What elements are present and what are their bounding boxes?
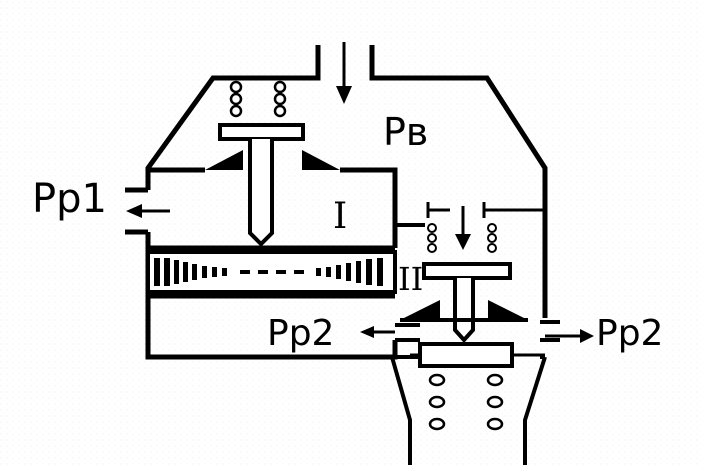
label-inlet-pressure: Pв — [383, 110, 428, 154]
lower-seat-left — [400, 300, 440, 320]
label-outlet-right: Pp2 — [596, 313, 663, 354]
lower-piston — [418, 342, 514, 368]
label-chamber-one: I — [333, 196, 347, 237]
label-outlet-left: Pp1 — [32, 176, 107, 222]
lower-spring-large — [428, 373, 504, 431]
lower-valve-disc — [422, 262, 512, 280]
label-chamber-two: II — [398, 260, 423, 298]
outlet-right-arrow — [545, 329, 594, 343]
chamber-one-outline — [148, 167, 398, 299]
inlet-arrow — [336, 42, 352, 104]
upper-valve-disc — [218, 123, 305, 141]
upper-valve-stem — [248, 139, 274, 247]
upper-spring — [229, 80, 287, 118]
lower-inlet-arrow — [455, 206, 471, 250]
outlet-middle-arrow — [360, 326, 395, 338]
label-outlet-middle: Pp2 — [267, 313, 334, 354]
lower-spring-small — [427, 223, 497, 253]
upper-seat-right — [302, 150, 340, 170]
lower-housing — [390, 320, 560, 465]
upper-seat-left — [205, 150, 243, 170]
lower-seat-right — [488, 300, 528, 320]
lower-valve-stem — [453, 278, 475, 343]
diaphragm-band — [146, 250, 397, 294]
lower-valve-cap — [426, 202, 545, 218]
outlet-left-arrow — [126, 204, 170, 218]
